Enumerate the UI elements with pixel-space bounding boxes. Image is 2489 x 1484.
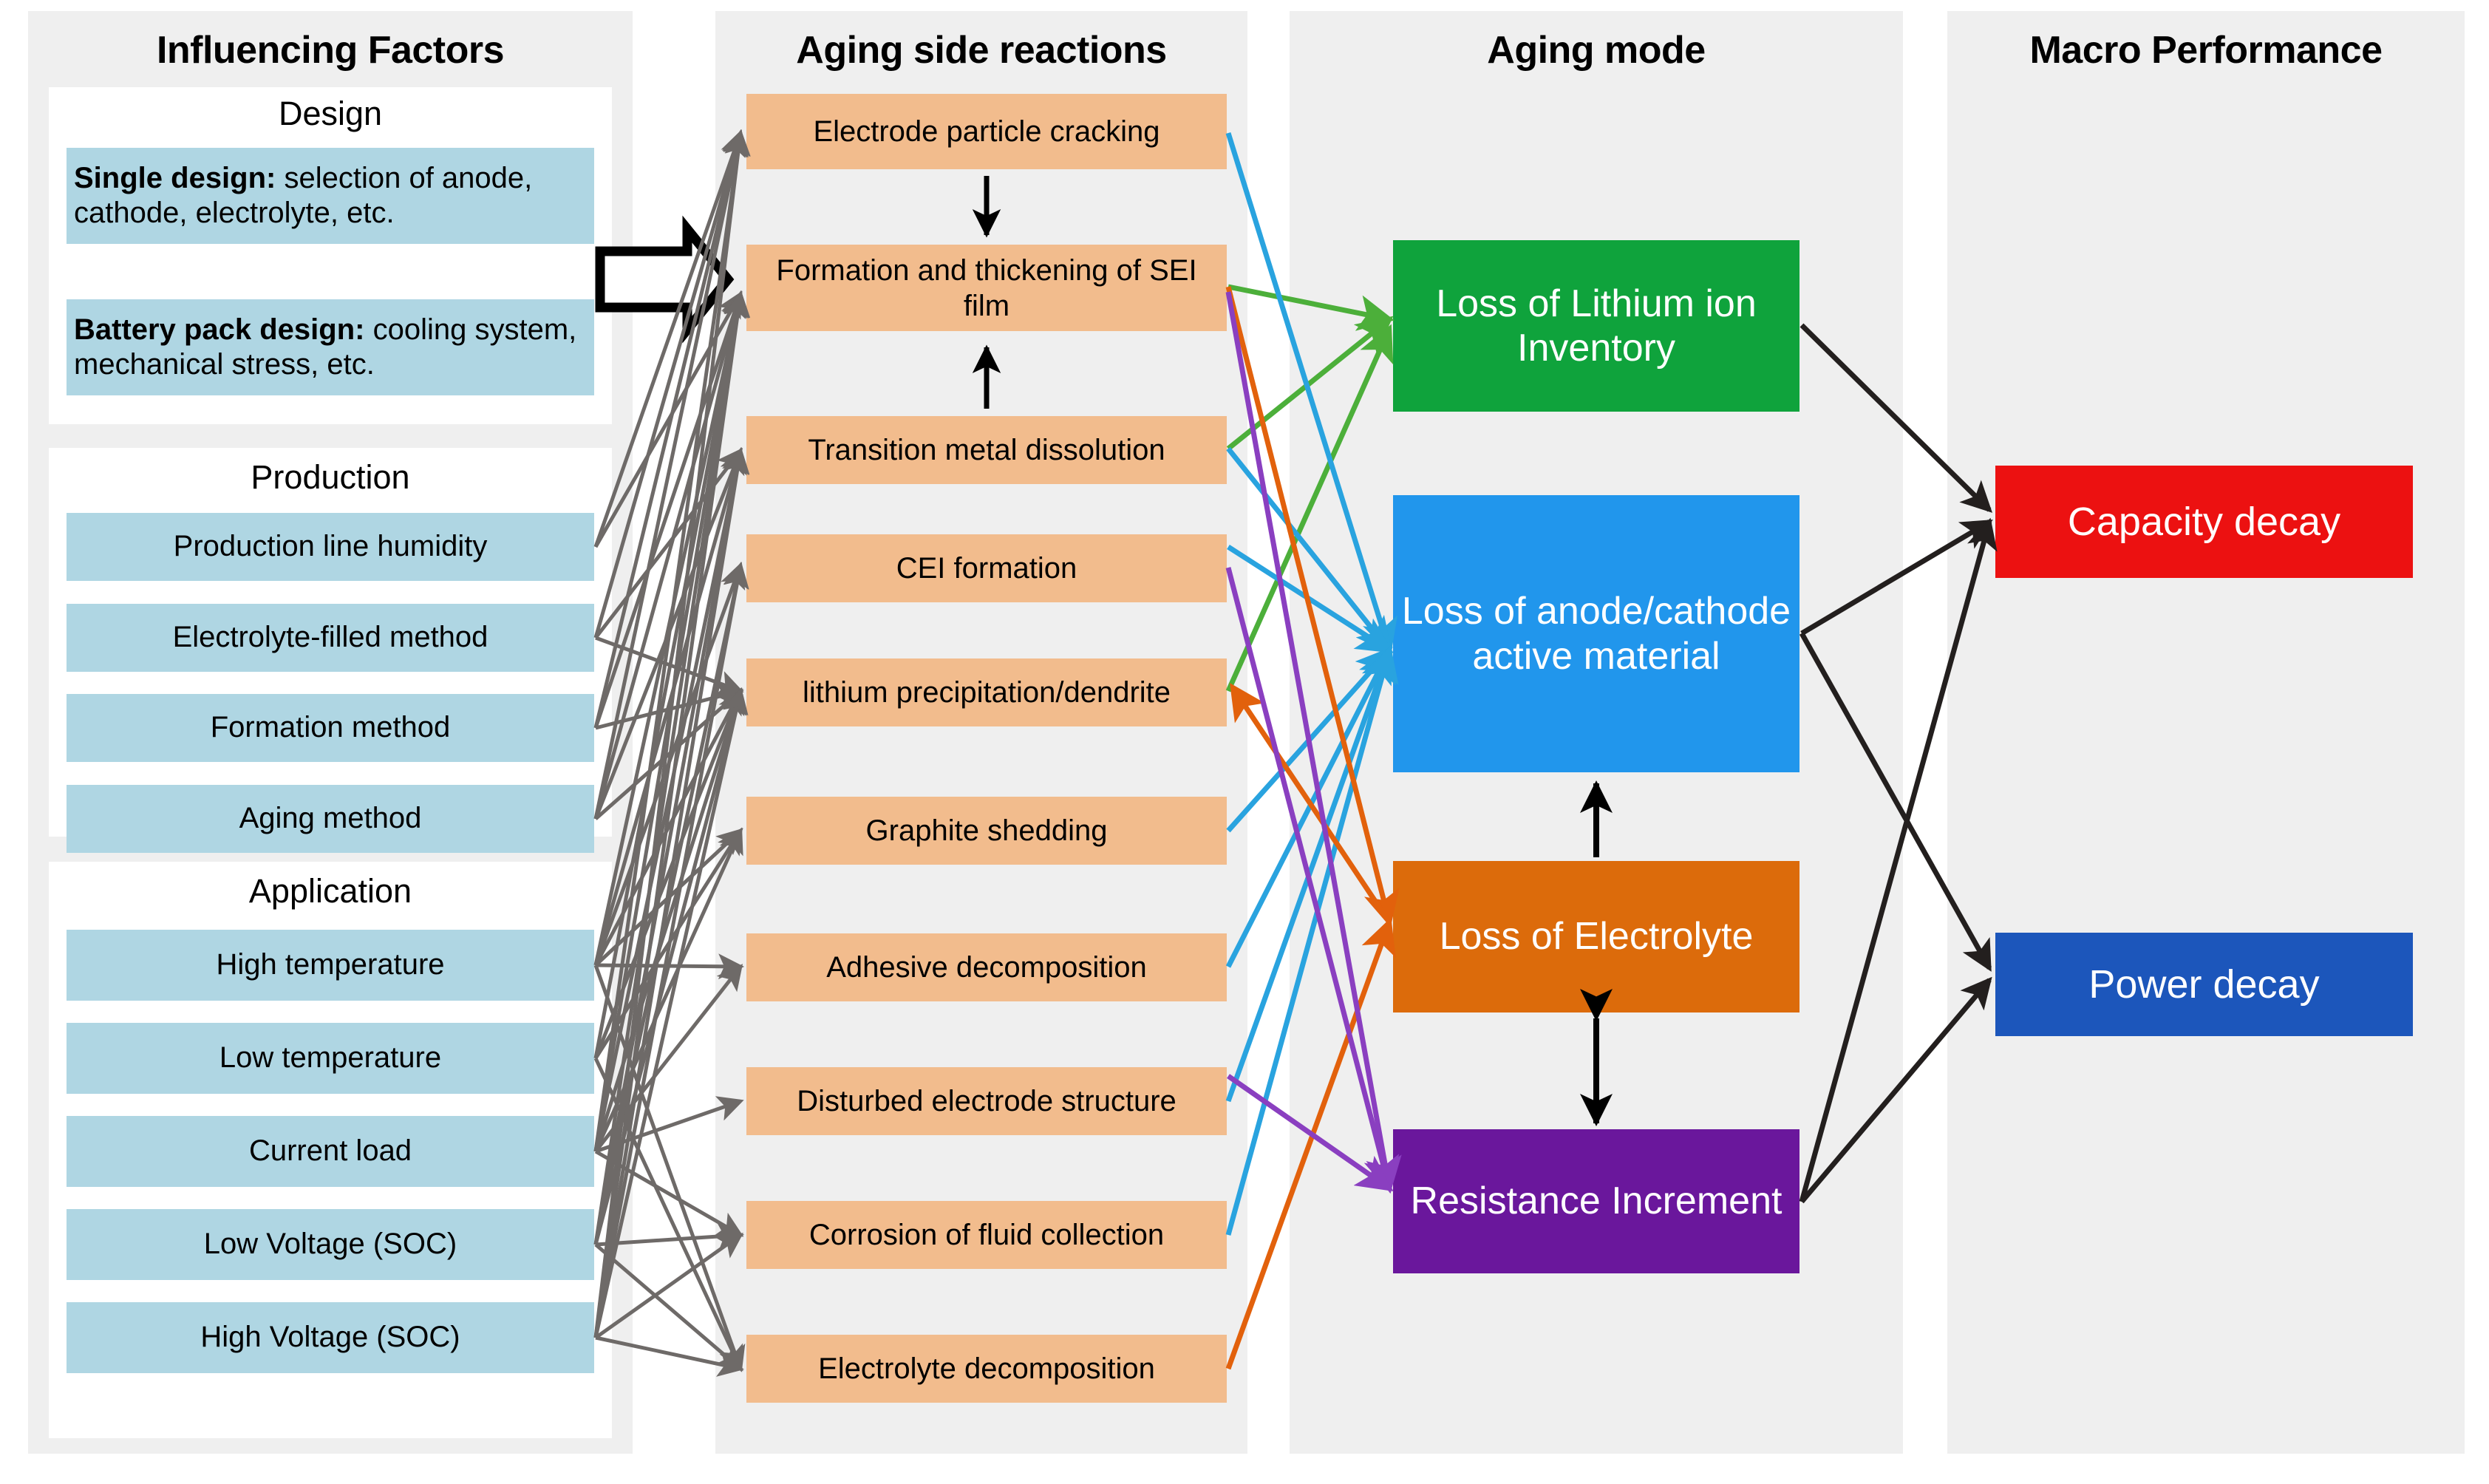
group-title-application: Application (248, 872, 412, 910)
reaction-corrosion-of-fluid-collection[interactable]: Corrosion of fluid collection (746, 1201, 1227, 1269)
page-title-macro-performance: Macro Performance (2029, 29, 2383, 72)
factor-single-design-bold: Single design: (74, 161, 276, 194)
mode-loss-of-electrolyte[interactable]: Loss of Electrolyte (1393, 861, 1799, 1012)
factor-low-voltage-soc[interactable]: Low Voltage (SOC) (67, 1209, 594, 1280)
reaction-cei-formation[interactable]: CEI formation (746, 534, 1227, 602)
factor-single-design[interactable]: Single design: selection of anode, catho… (67, 148, 594, 244)
page-title-aging-side-reactions: Aging side reactions (796, 29, 1167, 72)
reaction-electrode-particle-cracking[interactable]: Electrode particle cracking (746, 94, 1227, 169)
factor-battery-pack-design[interactable]: Battery pack design: cooling system, mec… (67, 299, 594, 395)
mode-loss-of-lithium-ion-inventory[interactable]: Loss of Lithium ion Inventory (1393, 240, 1799, 412)
factor-high-voltage-soc[interactable]: High Voltage (SOC) (67, 1302, 594, 1373)
factor-battery-pack-design-rest: cooling system, mechanical stress, etc. (74, 313, 577, 381)
reaction-adhesive-decomposition[interactable]: Adhesive decomposition (746, 933, 1227, 1001)
factor-low-temperature[interactable]: Low temperature (67, 1023, 594, 1094)
factor-current-load[interactable]: Current load (67, 1116, 594, 1187)
factor-production-line-humidity[interactable]: Production line humidity (67, 513, 594, 581)
reaction-transition-metal-dissolution[interactable]: Transition metal dissolution (746, 416, 1227, 484)
panel-macro-performance (1947, 11, 2465, 1454)
factor-high-temperature[interactable]: High temperature (67, 930, 594, 1001)
mode-loss-of-anode-cathode-active-material[interactable]: Loss of anode/cathode active material (1393, 495, 1799, 772)
group-title-design: Design (278, 95, 383, 132)
factor-battery-pack-design-bold: Battery pack design: (74, 313, 365, 346)
reaction-formation-thickening-sei[interactable]: Formation and thickening of SEI film (746, 245, 1227, 331)
factor-formation-method[interactable]: Formation method (67, 694, 594, 762)
factor-electrolyte-filled-method[interactable]: Electrolyte-filled method (67, 604, 594, 672)
group-title-production: Production (251, 458, 410, 496)
factor-single-design-rest: selection of anode, cathode, electrolyte… (74, 161, 533, 229)
reaction-electrolyte-decomposition[interactable]: Electrolyte decomposition (746, 1335, 1227, 1403)
reaction-graphite-shedding[interactable]: Graphite shedding (746, 797, 1227, 865)
reaction-lithium-precipitation-dendrite[interactable]: lithium precipitation/dendrite (746, 658, 1227, 726)
macro-capacity-decay[interactable]: Capacity decay (1995, 466, 2413, 578)
reaction-disturbed-electrode-structure[interactable]: Disturbed electrode structure (746, 1067, 1227, 1135)
page-title-influencing-factors: Influencing Factors (156, 29, 505, 72)
factor-aging-method[interactable]: Aging method (67, 785, 594, 853)
mode-resistance-increment[interactable]: Resistance Increment (1393, 1129, 1799, 1273)
macro-power-decay[interactable]: Power decay (1995, 933, 2413, 1036)
page-title-aging-mode: Aging mode (1487, 29, 1706, 72)
